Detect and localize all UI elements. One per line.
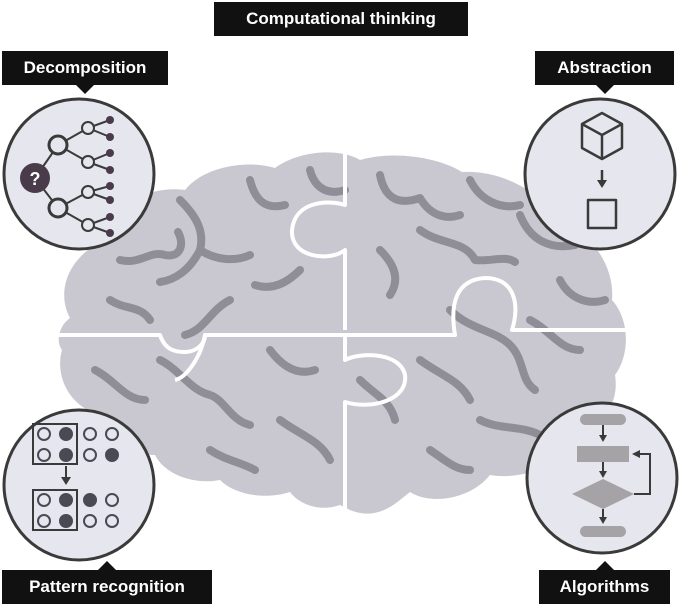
brain-veins <box>91 166 609 474</box>
cube-icon <box>580 111 624 161</box>
brain-puzzle-icon <box>50 150 630 515</box>
cube-to-square-icon <box>580 111 624 230</box>
pattern-recognition-label: Pattern recognition <box>2 561 212 604</box>
leaf-nodes <box>106 116 114 237</box>
decomposition-circle: ? <box>2 97 156 251</box>
abstraction-label: Abstraction <box>535 51 674 94</box>
pattern-recognition-circle <box>2 408 156 562</box>
decomposition-label: Decomposition <box>2 51 168 94</box>
dot-grid-icon <box>32 423 119 531</box>
algorithms-label: Algorithms <box>539 561 670 604</box>
square-icon <box>586 198 618 230</box>
puzzle-cut-lines <box>50 150 630 515</box>
question-node-icon <box>20 163 50 193</box>
question-mark: ? <box>30 169 41 189</box>
flowchart-icon <box>572 414 651 537</box>
tree-diagram-icon <box>34 119 111 234</box>
abstraction-circle <box>523 97 677 251</box>
algorithms-circle <box>525 401 679 555</box>
page-title: Computational thinking <box>214 2 468 36</box>
